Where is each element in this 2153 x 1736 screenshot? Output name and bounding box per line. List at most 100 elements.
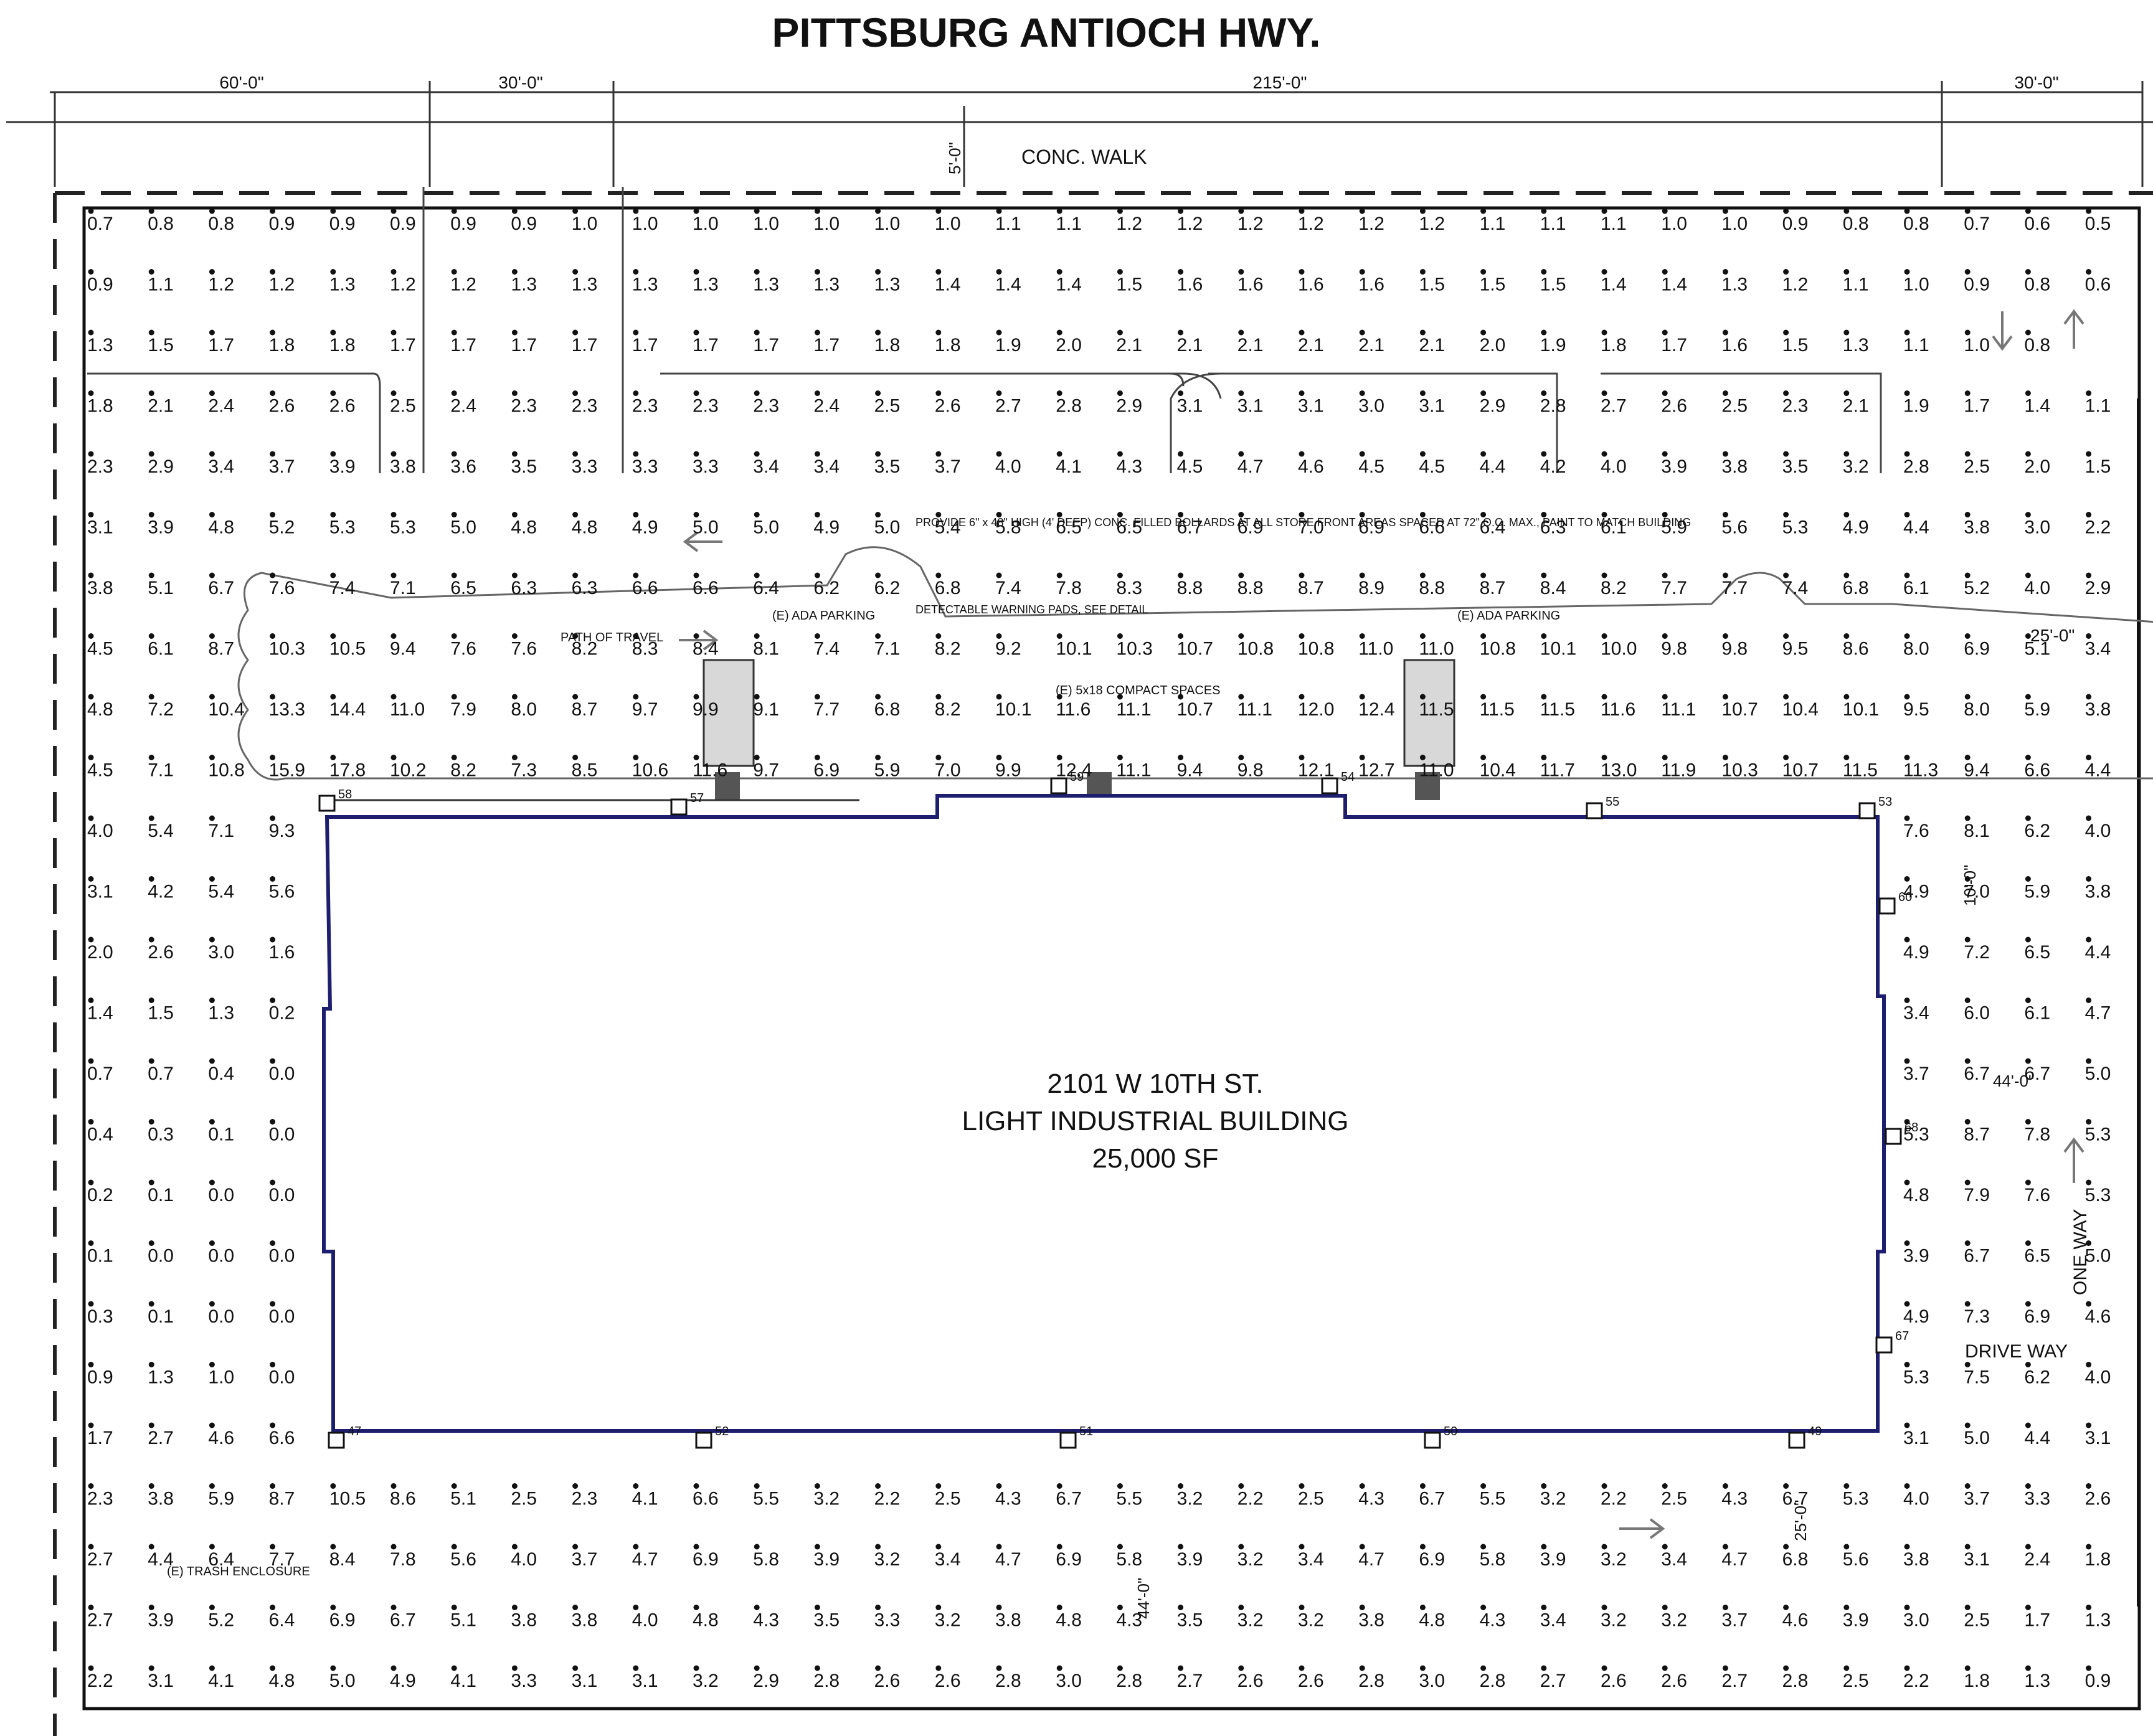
grid-point bbox=[1299, 633, 1305, 639]
grid-value: 11.5 bbox=[1843, 760, 1878, 781]
grid-point bbox=[270, 1119, 276, 1125]
grid-value: 3.4 bbox=[1903, 1003, 1929, 1024]
grid-value: 6.3 bbox=[572, 578, 598, 598]
grid-value: 6.1 bbox=[2024, 1003, 2050, 1024]
grid-point bbox=[451, 755, 457, 760]
grid-value: 3.2 bbox=[1177, 1489, 1203, 1509]
grid-value: 2.6 bbox=[1661, 396, 1687, 417]
grid-value: 8.2 bbox=[935, 699, 961, 720]
grid-value: 8.3 bbox=[1116, 578, 1142, 598]
grid-value: 8.0 bbox=[1903, 639, 1929, 659]
grid-value: 3.4 bbox=[753, 456, 779, 477]
grid-value: 2.2 bbox=[87, 1671, 113, 1691]
grid-point bbox=[1541, 1483, 1547, 1489]
grid-point bbox=[1722, 1544, 1728, 1550]
grid-value: 4.9 bbox=[632, 517, 658, 538]
grid-point bbox=[270, 1605, 276, 1610]
grid-point bbox=[1117, 633, 1123, 639]
grid-value: 6.7 bbox=[1419, 1489, 1445, 1509]
grid-value: 5.3 bbox=[1903, 1367, 1929, 1388]
grid-value: 0.0 bbox=[208, 1185, 234, 1205]
grid-value: 1.8 bbox=[329, 335, 356, 356]
grid-point bbox=[148, 1605, 154, 1610]
grid-point bbox=[451, 572, 457, 578]
grid-value: 6.1 bbox=[148, 639, 174, 659]
grid-point bbox=[1056, 1605, 1062, 1610]
grid-value: 3.1 bbox=[87, 882, 113, 902]
detectable-note: DETECTABLE WARNING PADS, SEE DETAIL bbox=[916, 603, 1148, 616]
grid-point bbox=[1662, 1544, 1668, 1550]
grid-value: 8.8 bbox=[1237, 578, 1264, 598]
grid-point bbox=[1722, 329, 1728, 336]
fixture-label: 58 bbox=[338, 788, 352, 801]
grid-value: 1.2 bbox=[450, 275, 476, 295]
grid-value: 0.9 bbox=[1964, 275, 1990, 295]
grid-point bbox=[1117, 694, 1123, 700]
grid-value: 2.0 bbox=[1480, 335, 1506, 356]
grid-value: 10.0 bbox=[1601, 639, 1637, 659]
grid-value: 4.0 bbox=[2085, 821, 2111, 841]
grid-point bbox=[1419, 512, 1426, 517]
grid-value: 0.9 bbox=[2085, 1671, 2111, 1691]
grid-value: 4.7 bbox=[1358, 1549, 1384, 1570]
grid-point bbox=[2086, 815, 2092, 821]
grid-value: 3.9 bbox=[329, 456, 356, 477]
grid-point bbox=[209, 815, 215, 821]
grid-point bbox=[2025, 815, 2031, 821]
grid-point bbox=[754, 512, 760, 517]
grid-point bbox=[1904, 208, 1910, 214]
grid-value: 3.7 bbox=[935, 456, 961, 477]
grid-value: 9.4 bbox=[1964, 760, 1990, 781]
grid-point bbox=[996, 1665, 1002, 1671]
grid-point bbox=[511, 208, 518, 214]
grid-value: 8.2 bbox=[572, 639, 598, 659]
grid-value: 1.7 bbox=[572, 335, 598, 356]
grid-value: 11.1 bbox=[1116, 760, 1151, 781]
grid-value: 0.8 bbox=[208, 214, 234, 234]
grid-value: 6.7 bbox=[2024, 1064, 2050, 1084]
grid-value: 1.9 bbox=[995, 335, 1021, 356]
grid-point bbox=[1117, 451, 1123, 457]
grid-point bbox=[1722, 512, 1728, 517]
grid-value: 9.8 bbox=[1721, 639, 1748, 659]
grid-point bbox=[1480, 451, 1487, 457]
grid-value: 6.9 bbox=[1964, 639, 1990, 659]
grid-point bbox=[148, 451, 154, 457]
grid-value: 1.8 bbox=[2085, 1549, 2111, 1570]
grid-value: 1.0 bbox=[572, 214, 598, 234]
grid-point bbox=[1722, 451, 1728, 457]
grid-value: 2.3 bbox=[1782, 396, 1809, 417]
grid-point bbox=[875, 390, 881, 396]
grid-point bbox=[693, 1483, 699, 1489]
grid-value: 4.0 bbox=[632, 1610, 658, 1631]
grid-value: 1.3 bbox=[148, 1367, 174, 1388]
grid-point bbox=[1662, 572, 1668, 578]
grid-value: 1.1 bbox=[1540, 214, 1566, 234]
grid-value: 1.8 bbox=[269, 335, 295, 356]
grid-value: 1.4 bbox=[1661, 275, 1687, 295]
dim-top-right: 30'-0" bbox=[2014, 73, 2058, 92]
grid-point bbox=[633, 572, 639, 578]
grid-point bbox=[1783, 269, 1789, 275]
grid-value: 0.0 bbox=[208, 1246, 234, 1267]
grid-point bbox=[1601, 755, 1607, 760]
grid-value: 1.3 bbox=[753, 275, 779, 295]
grid-point bbox=[330, 208, 336, 214]
grid-value: 2.3 bbox=[511, 396, 537, 417]
grid-value: 1.5 bbox=[148, 1003, 174, 1024]
grid-value: 5.6 bbox=[1721, 517, 1748, 538]
fixture-label: 53 bbox=[1878, 795, 1892, 809]
grid-point bbox=[1359, 572, 1365, 578]
grid-point bbox=[330, 1544, 336, 1550]
grid-value: 1.1 bbox=[1903, 335, 1929, 356]
grid-point bbox=[1541, 1665, 1547, 1671]
grid-point bbox=[2025, 451, 2031, 457]
grid-point bbox=[270, 1483, 276, 1489]
grid-value: 1.1 bbox=[1056, 214, 1082, 234]
grid-value: 1.0 bbox=[813, 214, 840, 234]
grid-value: 4.8 bbox=[1419, 1610, 1445, 1631]
grid-point bbox=[2025, 1179, 2031, 1186]
grid-value: 1.3 bbox=[572, 275, 598, 295]
grid-point bbox=[1783, 329, 1789, 336]
grid-value: 6.9 bbox=[1056, 1549, 1082, 1570]
